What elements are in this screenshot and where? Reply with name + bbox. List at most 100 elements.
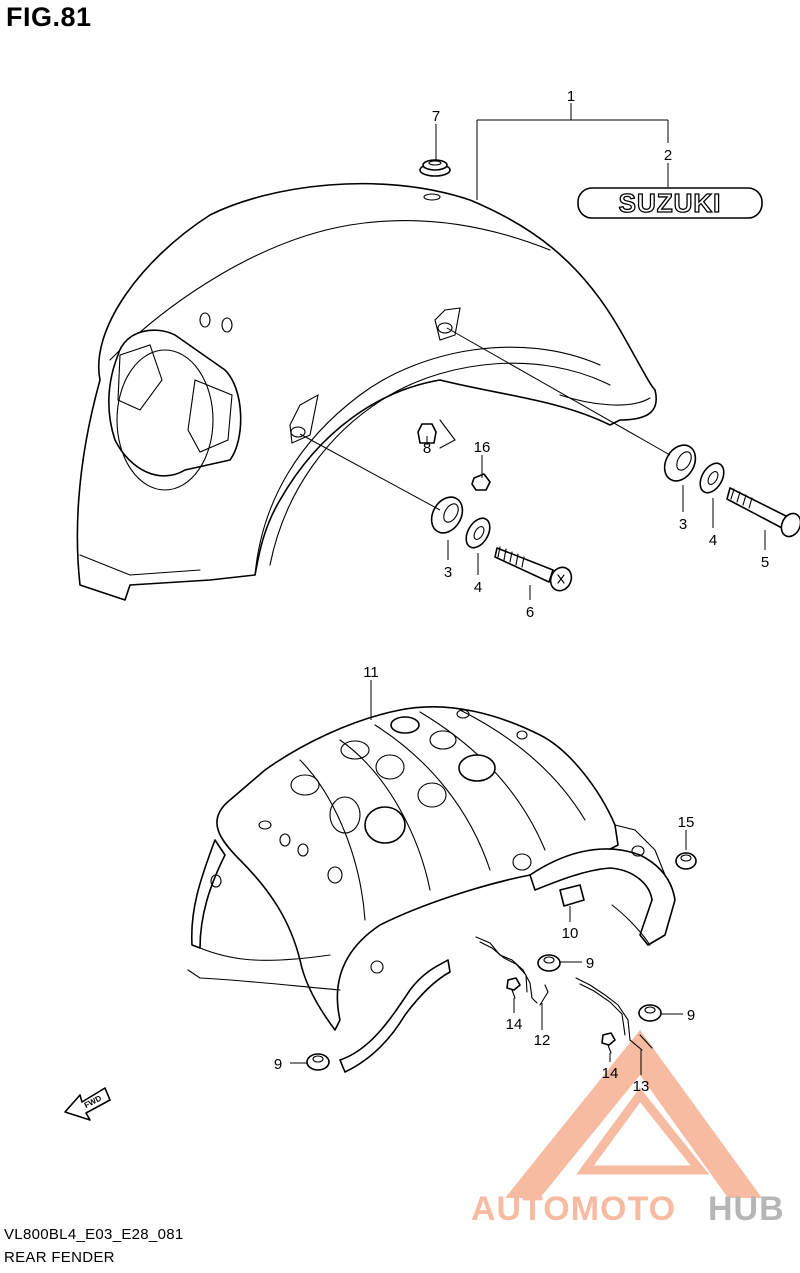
callout-2: 2 (664, 147, 672, 164)
brace-hole-q (512, 853, 532, 871)
screw-part-14-left (506, 977, 521, 999)
label-part-10 (559, 884, 585, 907)
brace-hole-g (390, 716, 420, 734)
fender-hole-1 (199, 312, 211, 328)
fender-mount-boss-right (434, 307, 461, 341)
watermark-text-automoto: AUTOMOTO (471, 1190, 676, 1228)
callout-9-c: 9 (274, 1056, 282, 1073)
callout-3-left: 3 (444, 564, 452, 581)
brace-hole-b (329, 796, 361, 834)
callout-3-right: 3 (679, 516, 687, 533)
mount-axis-right (446, 327, 671, 456)
fender-crown-ridge (109, 220, 551, 361)
fender-rim-left (79, 554, 201, 576)
brace-rib-3 (374, 724, 491, 871)
cushion-part-3-left (430, 496, 464, 534)
nut-part-9-b (638, 1004, 662, 1022)
brace-rear-stay (339, 959, 451, 1073)
brace-side-rail-right (529, 848, 676, 946)
fender-mount-boss-left (289, 393, 319, 444)
watermark-triangle (505, 1030, 762, 1198)
callout-10: 10 (562, 925, 579, 942)
grommet-part-7 (419, 159, 451, 177)
fender-outer-shell (76, 182, 657, 601)
callout-5: 5 (761, 554, 769, 571)
fender-light-opening (108, 329, 242, 477)
callout-12: 12 (534, 1032, 551, 1049)
cushion-part-3-right (663, 444, 697, 482)
fender-inner-brim-2 (269, 362, 611, 566)
brace-hole-m (279, 833, 291, 847)
brace-side-rail-left (190, 839, 226, 949)
fender-inner-brim (254, 346, 601, 576)
watermark-logo: AUTOMOTO HUB (471, 1030, 785, 1228)
brace-hole-o (327, 866, 343, 884)
cable-part-12 (475, 936, 549, 1006)
callout-9-a: 9 (586, 955, 594, 972)
brace-top-plate (216, 706, 619, 1031)
brace-lower-rail-left (187, 947, 341, 991)
fender-light-lens (116, 349, 214, 491)
washer-part-4-right (699, 462, 725, 494)
fwd-arrow-icon: FWD (64, 1087, 111, 1121)
fender-lamp-bracket-left (117, 344, 163, 411)
callout-1: 1 (567, 88, 575, 105)
callout-8: 8 (423, 440, 431, 457)
bolt-part-6 (494, 546, 573, 592)
fender-mount-hole-right (437, 322, 453, 334)
brace-hole-h (429, 730, 457, 750)
mount-axis-left (299, 433, 441, 511)
leader-lines (290, 103, 766, 1075)
brace-hole-d (340, 740, 370, 760)
rear-fender-part-1 (76, 182, 657, 601)
brace-rib-5 (459, 709, 586, 821)
callout-13: 13 (633, 1078, 650, 1095)
callout-4-right: 4 (709, 532, 717, 549)
callout-14-right: 14 (602, 1065, 619, 1082)
fender-brace-part-11 (187, 706, 676, 1073)
brace-rib-1 (299, 759, 366, 921)
callout-16: 16 (474, 439, 491, 456)
brace-hole-k (516, 730, 528, 740)
callout-4-left: 4 (474, 579, 482, 596)
bolt-part-5 (726, 487, 800, 538)
watermark-text-hub: HUB (708, 1190, 785, 1228)
brace-hole-f (417, 782, 447, 808)
brace-rib-2 (339, 739, 431, 891)
brace-hole-c (364, 806, 406, 844)
brace-hole-n (297, 843, 309, 857)
callout-11: 11 (363, 664, 379, 681)
section-name: REAR FENDER (4, 1249, 115, 1266)
suzuki-emblem-part-2: SUZUKI (577, 187, 763, 219)
watermark-inner-triangle (576, 1087, 710, 1175)
screw-part-14-right (601, 1032, 616, 1054)
callout-6: 6 (526, 604, 534, 621)
callout-14-left: 14 (506, 1016, 523, 1033)
nut-part-16 (471, 473, 491, 491)
nut-part-9-a (537, 954, 561, 972)
brace-hole-l (258, 820, 272, 830)
fender-mount-hole-left (290, 426, 306, 438)
callout-numbers: 1 2 7 8 16 3 4 6 3 4 5 11 15 10 9 9 9 12… (274, 88, 769, 1095)
callout-9-b: 9 (687, 1007, 695, 1024)
brace-hole-r (370, 960, 384, 974)
fender-lamp-bracket-right (187, 379, 233, 453)
cushion-part-8 (417, 419, 456, 449)
cable-part-13 (575, 977, 653, 1051)
nut-part-9-c (306, 1053, 330, 1071)
fender-top-hole (423, 193, 441, 201)
model-code: VL800BL4_E03_E28_081 (4, 1226, 184, 1243)
brace-hole-p (631, 845, 645, 857)
brace-hole-a (290, 774, 320, 796)
brace-hole-j (456, 709, 470, 719)
brace-bracket-right (611, 824, 666, 946)
nut-part-15 (675, 852, 697, 870)
callout-15: 15 (678, 814, 695, 831)
fender-hole-2 (221, 317, 233, 333)
figure-title: FIG.81 (6, 2, 92, 32)
brace-hole-s (210, 874, 222, 888)
brace-hole-e (375, 754, 405, 780)
washer-part-4-left (465, 517, 491, 549)
